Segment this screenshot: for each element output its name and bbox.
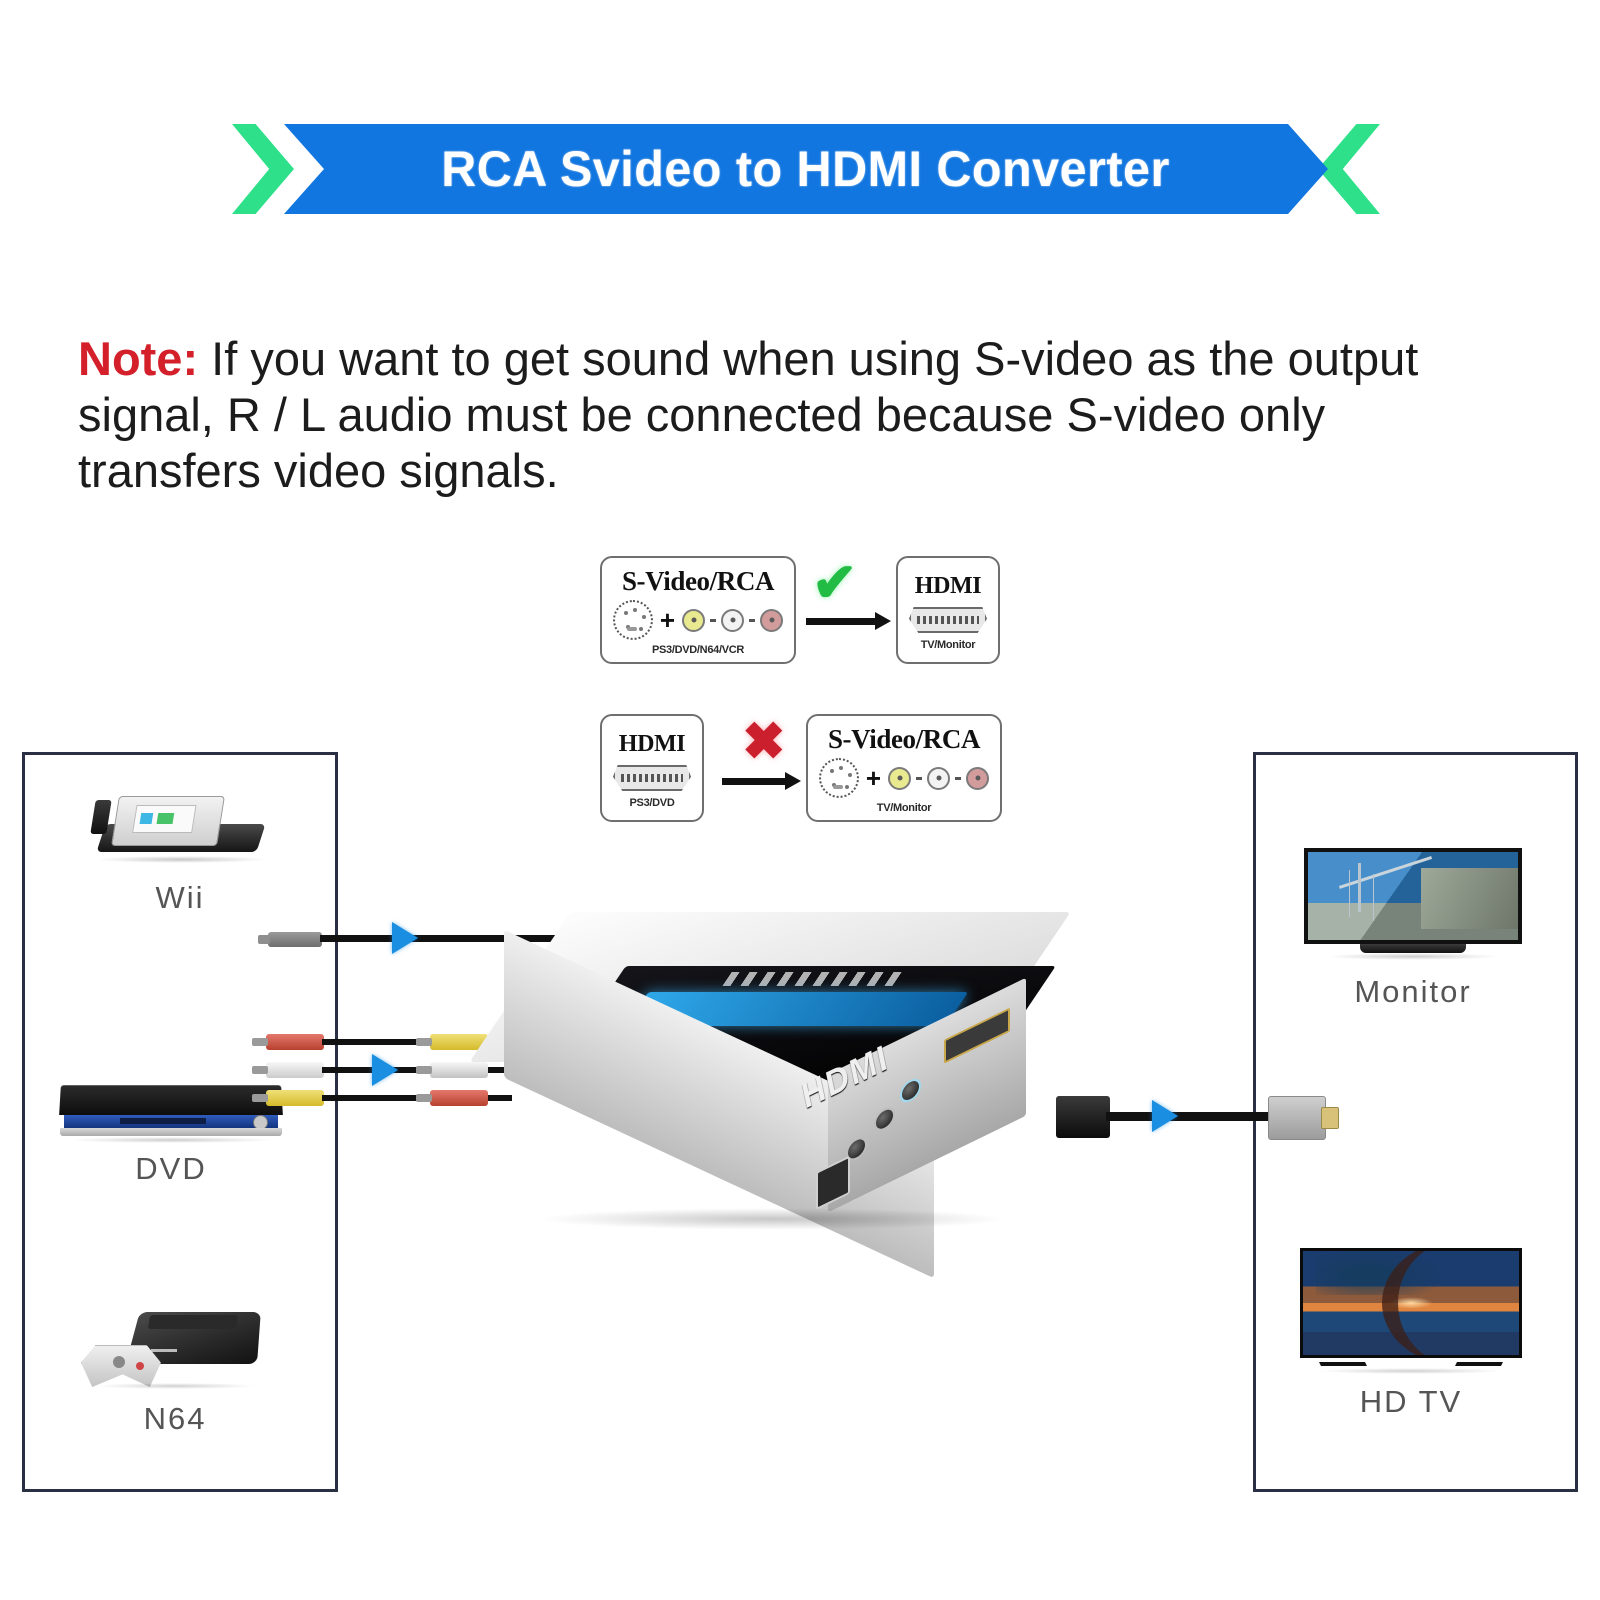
s-video-din-icon xyxy=(612,600,653,640)
converter-hdmi-output-port xyxy=(944,1007,1010,1064)
rca-link-1-icon xyxy=(710,618,717,622)
converter-jack-1 xyxy=(900,1074,921,1107)
converter-dot-pattern xyxy=(722,972,902,986)
hdmi-cable xyxy=(1106,1112,1306,1121)
unsupported-target-label: S-Video/RCA xyxy=(827,724,981,754)
note-keyword: Note: xyxy=(78,332,199,385)
hd-tv-icon xyxy=(1300,1248,1522,1374)
header-banner: RCA Svideo to HDMI Converter xyxy=(232,124,1380,214)
svideo-plug-left xyxy=(258,932,322,947)
page-title: RCA Svideo to HDMI Converter xyxy=(441,141,1171,197)
supported-source-sub: PS3/DVD/N64/VCR xyxy=(651,644,745,656)
rca-link-4-icon xyxy=(955,776,962,780)
device-label-n64: N64 xyxy=(143,1401,207,1436)
rca-plug-white-converter xyxy=(416,1062,488,1078)
supported-target-label: HDMI xyxy=(914,573,982,599)
rca-plug-red-left xyxy=(252,1034,324,1050)
converter-shadow xyxy=(538,1208,1008,1230)
flow-arrow-hdmi-icon xyxy=(1152,1100,1178,1132)
rca-link-3-icon xyxy=(916,776,923,780)
svideo-cable xyxy=(320,935,620,942)
rca-plug-yellow-left xyxy=(252,1090,324,1106)
wii-console-icon xyxy=(85,790,275,870)
supported-target-sub: TV/Monitor xyxy=(920,639,976,651)
hdmi-plug-display xyxy=(1268,1096,1339,1140)
hdmi-port-icon-2 xyxy=(613,765,691,791)
hdmi-plug-converter xyxy=(1056,1096,1110,1138)
rca-yellow-icon-2 xyxy=(888,766,912,790)
flow-arrow-svideo-icon xyxy=(392,922,418,954)
unsupported-source-label: HDMI xyxy=(618,731,686,757)
rca-plug-red-converter xyxy=(416,1090,488,1106)
supported-target-box: HDMI TV/Monitor xyxy=(896,556,1000,664)
supported-flow-arrow-icon xyxy=(806,612,891,630)
device-monitor: Monitor xyxy=(1298,848,1528,1010)
cross-icon: ✖ xyxy=(742,713,786,771)
unsupported-source-box: HDMI PS3/DVD xyxy=(600,714,704,822)
rca-white-icon xyxy=(721,608,745,632)
hdmi-port-icon xyxy=(909,607,987,633)
rca-white-icon-2 xyxy=(927,766,951,790)
rca-red-icon-2 xyxy=(966,766,990,790)
device-hdtv: HD TV xyxy=(1294,1248,1528,1420)
device-label-monitor: Monitor xyxy=(1354,974,1472,1009)
unsupported-target-box: S-Video/RCA + TV/Monitor xyxy=(806,714,1002,822)
plus-icon-2: + xyxy=(865,763,882,793)
flow-arrow-rca-icon xyxy=(372,1054,398,1086)
rca-red-icon xyxy=(760,608,784,632)
rca-plug-yellow-converter xyxy=(416,1034,488,1050)
note-paragraph: Note: If you want to get sound when usin… xyxy=(78,331,1498,499)
computer-monitor-icon xyxy=(1304,848,1522,964)
plus-icon: + xyxy=(659,605,676,635)
unsupported-target-sub: TV/Monitor xyxy=(876,802,932,814)
unsupported-source-sub: PS3/DVD xyxy=(629,797,675,809)
device-n64: N64 xyxy=(70,1295,280,1437)
rca-link-2-icon xyxy=(749,618,756,622)
supported-source-box: S-Video/RCA + PS3/DVD/N64/VCR xyxy=(600,556,796,664)
n64-console-icon xyxy=(75,1295,275,1391)
device-label-dvd: DVD xyxy=(135,1151,207,1186)
s-video-din-icon-2 xyxy=(818,758,859,798)
rca-yellow-icon xyxy=(682,608,706,632)
check-icon: ✔ xyxy=(812,553,858,613)
supported-source-label: S-Video/RCA xyxy=(621,566,775,596)
converter-jack-2 xyxy=(874,1103,895,1135)
banner-body: RCA Svideo to HDMI Converter xyxy=(284,124,1328,214)
rca-plug-white-left xyxy=(252,1062,324,1078)
dvd-player-icon xyxy=(59,1085,283,1143)
device-wii: Wii xyxy=(80,790,280,916)
device-label-wii: Wii xyxy=(155,880,205,915)
device-label-hdtv: HD TV xyxy=(1359,1384,1463,1419)
rca-svideo-to-hdmi-converter: HDMI xyxy=(469,908,1098,1279)
unsupported-flow-arrow-icon xyxy=(722,772,801,790)
note-text: If you want to get sound when using S-vi… xyxy=(78,332,1419,497)
device-dvd: DVD xyxy=(58,1085,284,1187)
